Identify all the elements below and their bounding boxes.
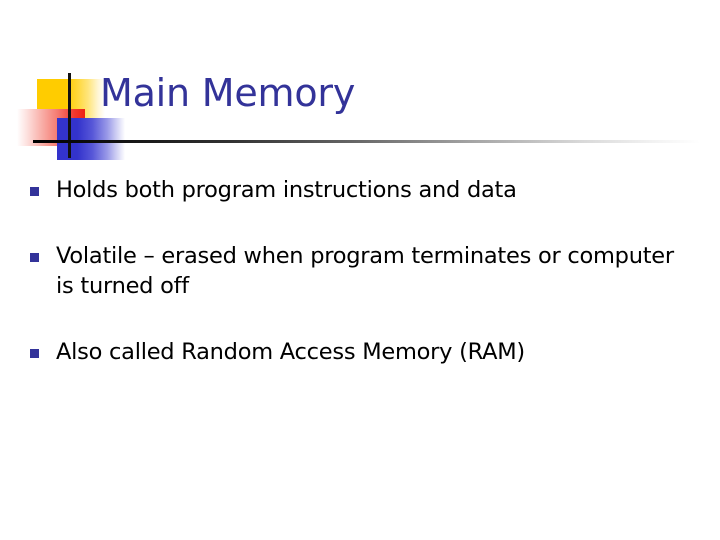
square-bullet-icon bbox=[30, 253, 39, 262]
list-item-label: Holds both program instructions and data bbox=[56, 177, 517, 203]
list-item-label: Volatile – erased when program terminate… bbox=[56, 243, 674, 299]
list-item: Also called Random Access Memory (RAM) bbox=[30, 337, 692, 367]
decoration-vertical-rule bbox=[68, 73, 71, 158]
slide-body-area: Holds both program instructions and data… bbox=[0, 175, 720, 540]
page-title: Main Memory bbox=[100, 71, 356, 115]
square-bullet-icon bbox=[30, 349, 39, 358]
bullet-list: Holds both program instructions and data… bbox=[0, 175, 720, 367]
list-item-label: Also called Random Access Memory (RAM) bbox=[56, 339, 525, 365]
slide-title-area: Main Memory bbox=[0, 0, 720, 175]
square-bullet-icon bbox=[30, 187, 39, 196]
list-item: Holds both program instructions and data bbox=[30, 175, 692, 205]
decoration-horizontal-rule bbox=[33, 140, 700, 143]
list-item: Volatile – erased when program terminate… bbox=[30, 241, 692, 301]
